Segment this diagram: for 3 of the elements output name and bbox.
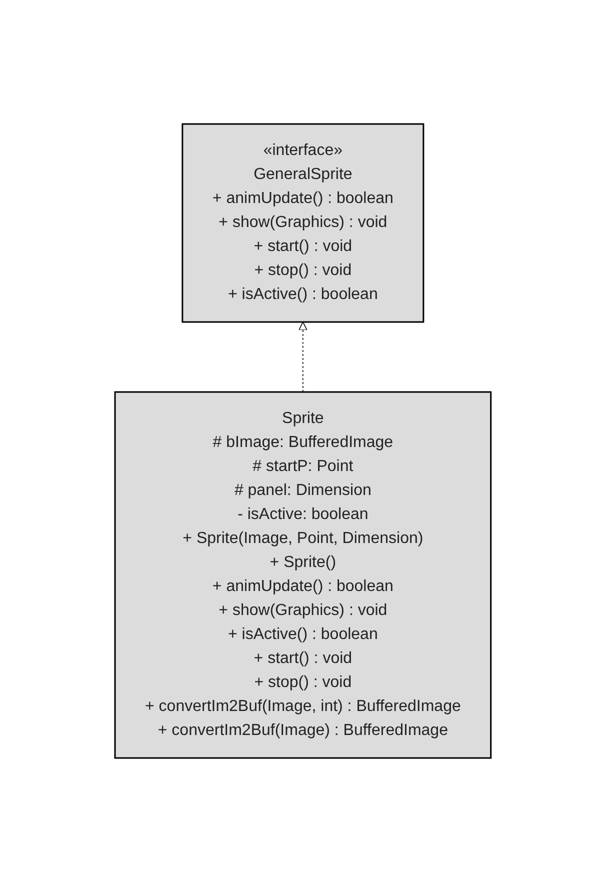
arrow — [298, 322, 307, 392]
node-box: «interface» GeneralSprite + animUpdate() : boolean + show(Graphics) : void + start() : void + stop() : void + isActive() : boolean — [181, 123, 424, 323]
node-box: Sprite # bImage: BufferedImage # startP: Point # panel: Dimension - isActive: boolean + Sprite(Image, Point, Dimension) + Sprite() + animUpdate() : boolean + show(Graphics) : void + isActive() : boolean + start() : void + stop() : void + convertIm2Buf(Image, int) : BufferedImage + convertIm2Buf(Image) : BufferedImage — [114, 391, 492, 759]
